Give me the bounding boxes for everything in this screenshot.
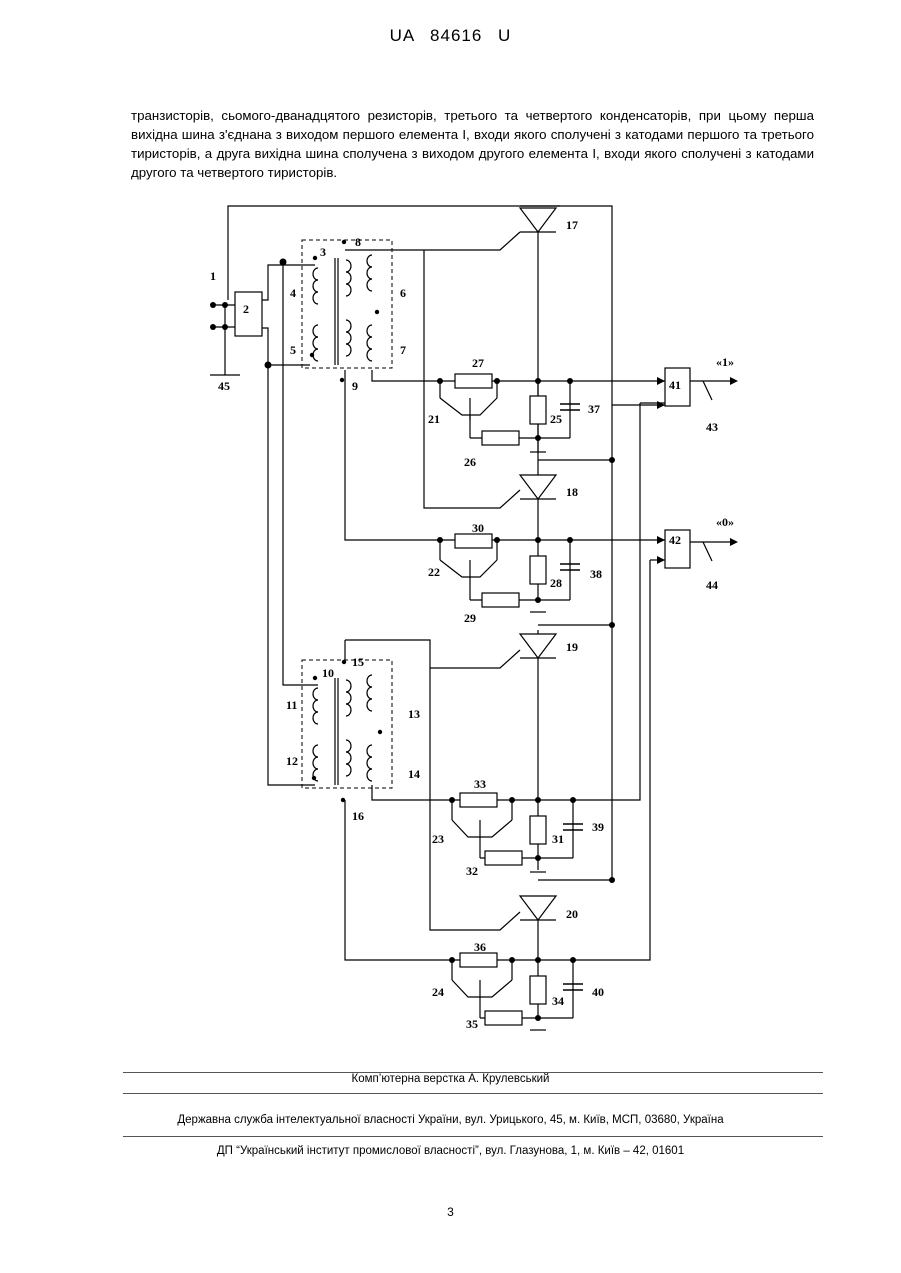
label-15: 15 (352, 655, 364, 669)
transformer-coils (313, 255, 372, 785)
label-34: 34 (552, 994, 564, 1008)
label-33: 33 (474, 777, 486, 791)
label-13: 13 (408, 707, 420, 721)
label-4: 4 (290, 286, 296, 300)
logic-blocks (235, 292, 690, 568)
label-14: 14 (408, 767, 420, 781)
label-10: 10 (322, 666, 334, 680)
label-44: 44 (706, 578, 718, 592)
label-36: 36 (474, 940, 486, 954)
transistors (440, 398, 512, 997)
label-28: 28 (550, 576, 562, 590)
label-3: 3 (320, 245, 326, 259)
page-number: 3 (0, 1205, 901, 1219)
junction-dots (210, 240, 615, 1021)
agency-address: Державна служба інтелектуальної власност… (0, 1114, 901, 1126)
footer-rule-middle (123, 1093, 823, 1094)
label-6: 6 (400, 286, 406, 300)
transformer-boxes (302, 240, 392, 788)
label-39: 39 (592, 820, 604, 834)
label-38: 38 (590, 567, 602, 581)
label-8: 8 (355, 235, 361, 249)
label-45: 45 (218, 379, 230, 393)
label-30: 30 (472, 521, 484, 535)
label-32: 32 (466, 864, 478, 878)
label-output-0: «0» (716, 515, 734, 529)
label-9: 9 (352, 379, 358, 393)
label-output-1: «1» (716, 355, 734, 369)
label-1: 1 (210, 269, 216, 283)
label-41: 41 (669, 378, 681, 392)
label-40: 40 (592, 985, 604, 999)
label-18: 18 (566, 485, 578, 499)
label-31: 31 (552, 832, 564, 846)
label-29: 29 (464, 611, 476, 625)
footer-rule-bottom (123, 1136, 823, 1137)
body-paragraph: транзисторів, сьомого-дванадцятого резис… (131, 106, 814, 182)
label-19: 19 (566, 640, 578, 654)
label-26: 26 (464, 455, 476, 469)
label-24: 24 (432, 985, 444, 999)
label-27: 27 (472, 356, 484, 370)
layout-credit: Комп’ютерна верстка А. Крулевський (0, 1073, 901, 1085)
label-42: 42 (669, 533, 681, 547)
patent-number-header: UA 84616 U (0, 26, 901, 46)
label-43: 43 (706, 420, 718, 434)
resistors (455, 374, 546, 1025)
label-17: 17 (566, 218, 578, 232)
diagram-labels: 1 2 3 4 5 6 7 8 9 10 11 12 13 14 15 16 1… (210, 218, 734, 1031)
label-23: 23 (432, 832, 444, 846)
label-16: 16 (352, 809, 364, 823)
label-35: 35 (466, 1017, 478, 1031)
label-12: 12 (286, 754, 298, 768)
label-11: 11 (286, 698, 297, 712)
label-21: 21 (428, 412, 440, 426)
label-25: 25 (550, 412, 562, 426)
label-37: 37 (588, 402, 600, 416)
label-20: 20 (566, 907, 578, 921)
label-22: 22 (428, 565, 440, 579)
institute-address: ДП “Український інститут промислової вла… (0, 1145, 901, 1157)
label-7: 7 (400, 343, 406, 357)
circuit-diagram: 1 2 3 4 5 6 7 8 9 10 11 12 13 14 15 16 1… (0, 190, 901, 1050)
label-5: 5 (290, 343, 296, 357)
label-2: 2 (243, 302, 249, 316)
